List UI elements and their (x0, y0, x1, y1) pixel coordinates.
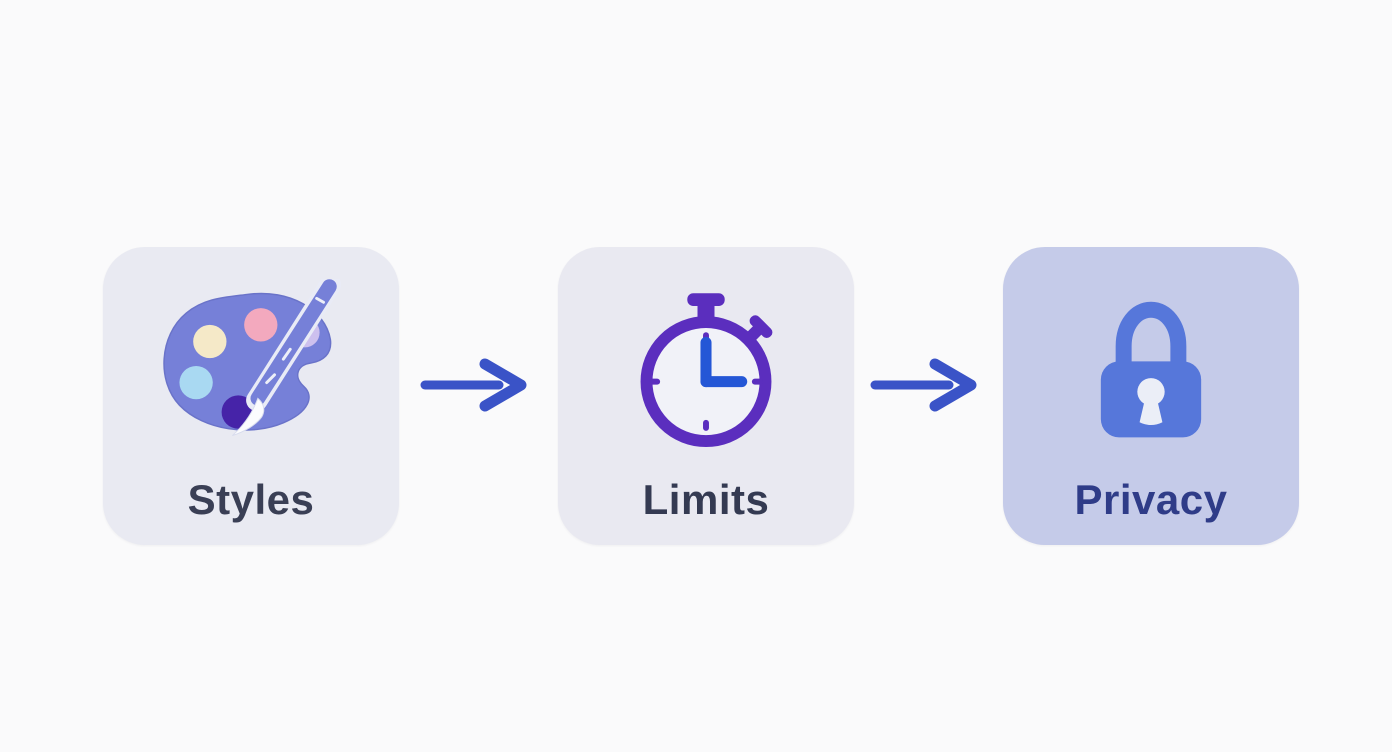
step-card-privacy[interactable]: Privacy (1003, 247, 1299, 545)
palette-icon (103, 247, 399, 465)
step-label-styles: Styles (187, 476, 315, 523)
step-label-privacy: Privacy (1074, 476, 1228, 523)
lock-icon (1003, 247, 1299, 465)
stopwatch-icon (558, 247, 854, 465)
step-card-limits[interactable]: Limits (558, 247, 854, 545)
step-label-limits: Limits (642, 476, 770, 523)
arrow-right-icon (870, 358, 977, 412)
arrow-right-icon (420, 358, 527, 412)
step-card-styles[interactable]: Styles (103, 247, 399, 545)
